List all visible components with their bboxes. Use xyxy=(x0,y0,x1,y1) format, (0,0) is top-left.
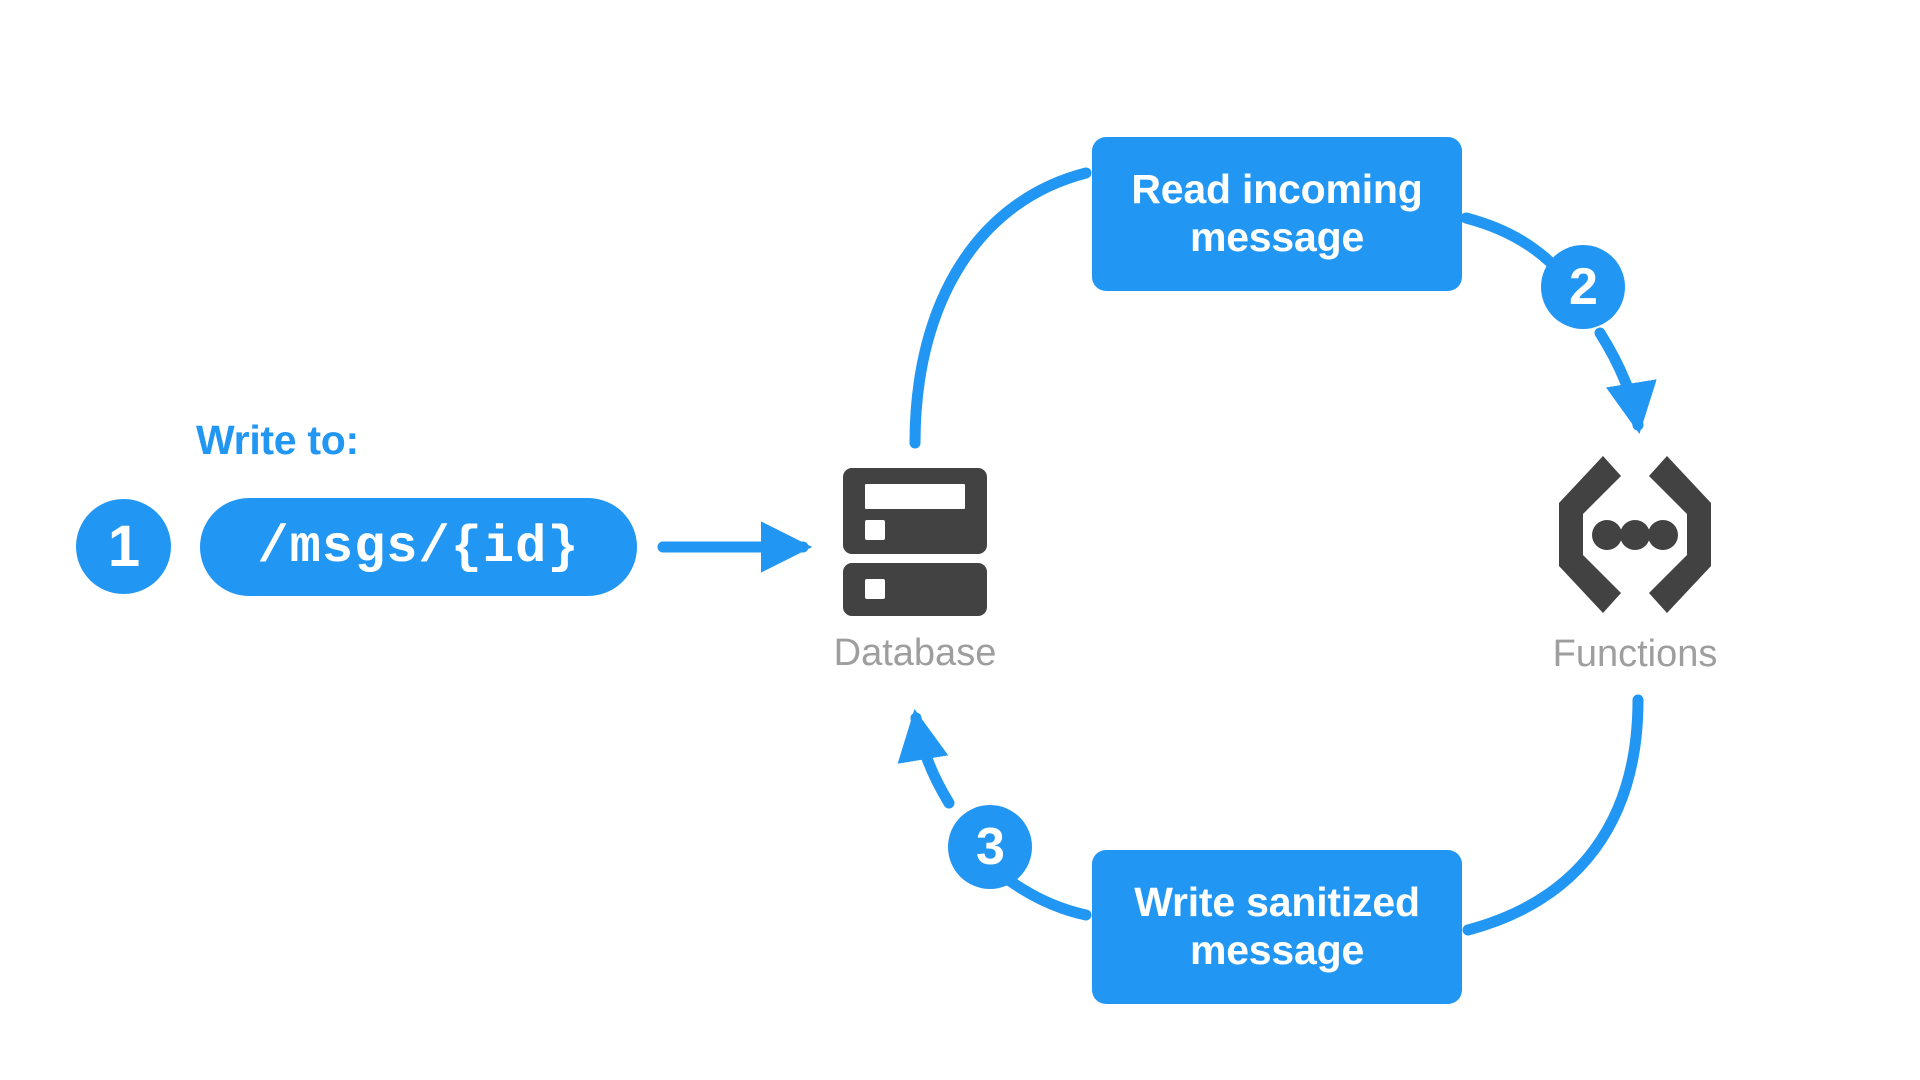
connector-read-to-functions-tail xyxy=(1594,327,1657,435)
step-badge-1: 1 xyxy=(76,499,171,594)
step-badge-3: 3 xyxy=(948,805,1032,889)
process-box-write-line1: Write sanitized xyxy=(1134,879,1420,926)
process-box-write-sanitized-message[interactable]: Write sanitized message xyxy=(1092,850,1462,1004)
service-node-database[interactable]: Database xyxy=(790,468,1040,675)
process-box-read-line2: message xyxy=(1189,214,1365,260)
process-box-write-label: Write sanitized message xyxy=(1134,879,1420,975)
database-icon-led-bottom xyxy=(865,579,885,599)
connector-write-to-database xyxy=(897,708,955,809)
service-label-database: Database xyxy=(833,632,997,674)
write-to-label: Write to: xyxy=(196,417,359,463)
database-icon-top-block xyxy=(843,468,987,554)
database-icon-led-top xyxy=(865,520,885,540)
connector-database-to-read xyxy=(909,167,1092,449)
connector-functions-to-write xyxy=(1462,694,1644,936)
functions-braces-icon xyxy=(1559,456,1711,613)
path-pill[interactable]: /msgs/{id} xyxy=(200,498,637,596)
process-box-write-line2: message xyxy=(1189,927,1365,973)
database-icon xyxy=(843,468,987,616)
process-box-read-line1: Read incoming xyxy=(1131,166,1423,213)
service-node-functions[interactable]: Functions xyxy=(1510,452,1760,676)
database-icon-slot xyxy=(865,484,965,509)
database-icon-bottom-block xyxy=(843,563,987,616)
step-badge-2: 2 xyxy=(1541,245,1625,329)
process-box-read-incoming-message[interactable]: Read incoming message xyxy=(1092,137,1462,291)
service-label-functions: Functions xyxy=(1552,633,1718,675)
process-box-read-label: Read incoming message xyxy=(1131,166,1422,262)
